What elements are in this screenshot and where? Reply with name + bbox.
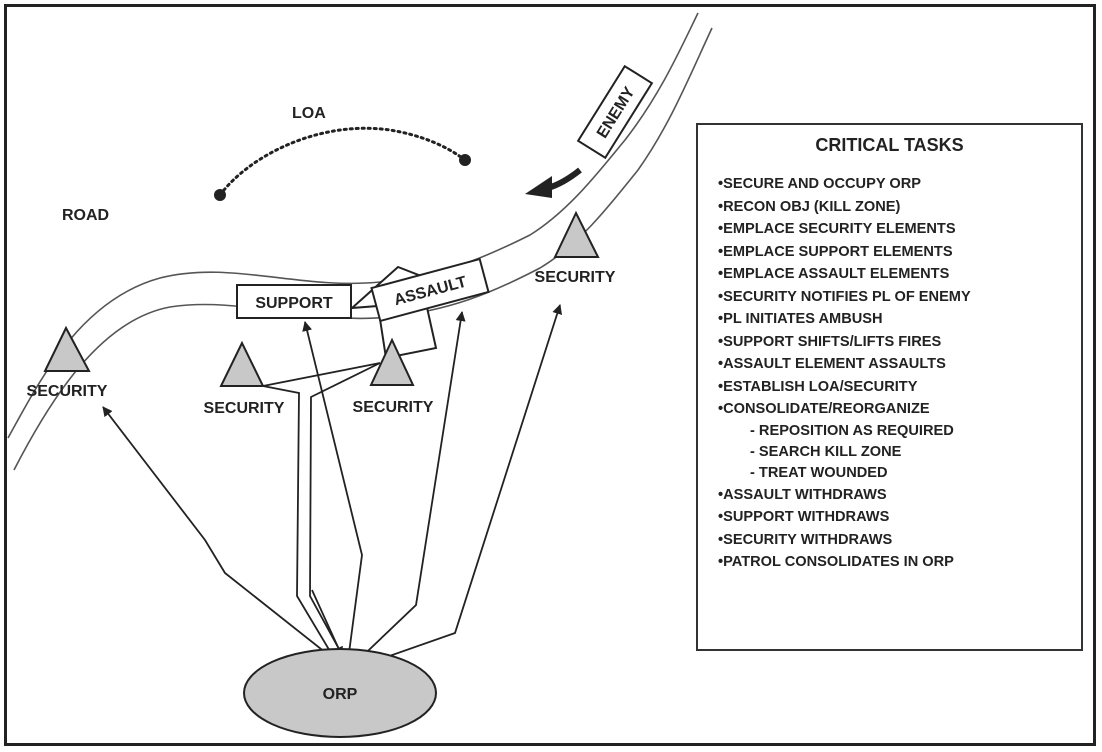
- enemy-box: ENEMY: [576, 64, 654, 160]
- security-label-right: SECURITY: [535, 269, 616, 286]
- critical-tasks-list: SECURE AND OCCUPY ORPRECON OBJ (KILL ZON…: [718, 173, 971, 574]
- critical-task-item: ESTABLISH LOA/SECURITY: [718, 376, 971, 399]
- critical-task-item: PL INITIATES AMBUSH: [718, 308, 971, 331]
- critical-task-item: EMPLACE SUPPORT ELEMENTS: [718, 241, 971, 264]
- security-label-center-right: SECURITY: [353, 399, 434, 416]
- diagram-frame: [4, 4, 1096, 746]
- critical-task-item: SUPPORT SHIFTS/LIFTS FIRES: [718, 331, 971, 354]
- support-label: SUPPORT: [255, 295, 333, 312]
- critical-task-item: ASSAULT ELEMENT ASSAULTS: [718, 353, 971, 376]
- route-security-left: [102, 406, 346, 669]
- critical-task-item: SECURITY WITHDRAWS: [718, 529, 971, 552]
- critical-task-item: PATROL CONSOLIDATES IN ORP: [718, 551, 971, 574]
- critical-task-item: SECURITY NOTIFIES PL OF ENEMY: [718, 286, 971, 309]
- critical-task-subitem: SEARCH KILL ZONE: [718, 442, 971, 463]
- orp: ORP: [243, 648, 437, 738]
- security-triangle-center-right: [369, 337, 415, 386]
- enemy-direction-arrow: [525, 167, 582, 198]
- road-label: ROAD: [62, 207, 109, 224]
- security-label-center-left: SECURITY: [204, 400, 285, 417]
- critical-task-item: EMPLACE ASSAULT ELEMENTS: [718, 263, 971, 286]
- orp-label: ORP: [323, 686, 358, 703]
- critical-task-item: SUPPORT WITHDRAWS: [718, 506, 971, 529]
- loa-label: LOA: [292, 105, 326, 122]
- critical-task-item: EMPLACE SECURITY ELEMENTS: [718, 218, 971, 241]
- critical-task-item: ASSAULT WITHDRAWS: [718, 484, 971, 507]
- critical-task-subitem: TREAT WOUNDED: [718, 463, 971, 484]
- loa-line: [214, 126, 471, 201]
- route-return-arrow: [311, 589, 343, 657]
- route-security-center-outer: [262, 362, 381, 669]
- loa-endpoint-left: [214, 189, 226, 201]
- security-triangle-center-left: [219, 340, 265, 387]
- critical-task-subitem: REPOSITION AS REQUIRED: [718, 421, 971, 442]
- critical-tasks-title: CRITICAL TASKS: [815, 135, 964, 155]
- route-assault: [349, 311, 466, 669]
- critical-tasks-panel: CRITICAL TASKS SECURE AND OCCUPY ORPRECO…: [696, 123, 1083, 651]
- assault-box: ASSAULT: [370, 257, 490, 323]
- critical-task-item: RECON OBJ (KILL ZONE): [718, 196, 971, 219]
- road-edge-upper: [7, 12, 699, 439]
- security-triangle-left: [43, 325, 91, 372]
- critical-task-item: SECURE AND OCCUPY ORP: [718, 173, 971, 196]
- route-security-center-inner: [309, 362, 381, 661]
- security-label-left: SECURITY: [27, 383, 108, 400]
- routes: [102, 304, 563, 669]
- security-triangle-right: [553, 210, 600, 258]
- route-support: [302, 321, 363, 669]
- support-box: SUPPORT: [236, 284, 352, 319]
- loa-endpoint-right: [459, 154, 471, 166]
- critical-task-item: CONSOLIDATE/REORGANIZE: [718, 398, 971, 421]
